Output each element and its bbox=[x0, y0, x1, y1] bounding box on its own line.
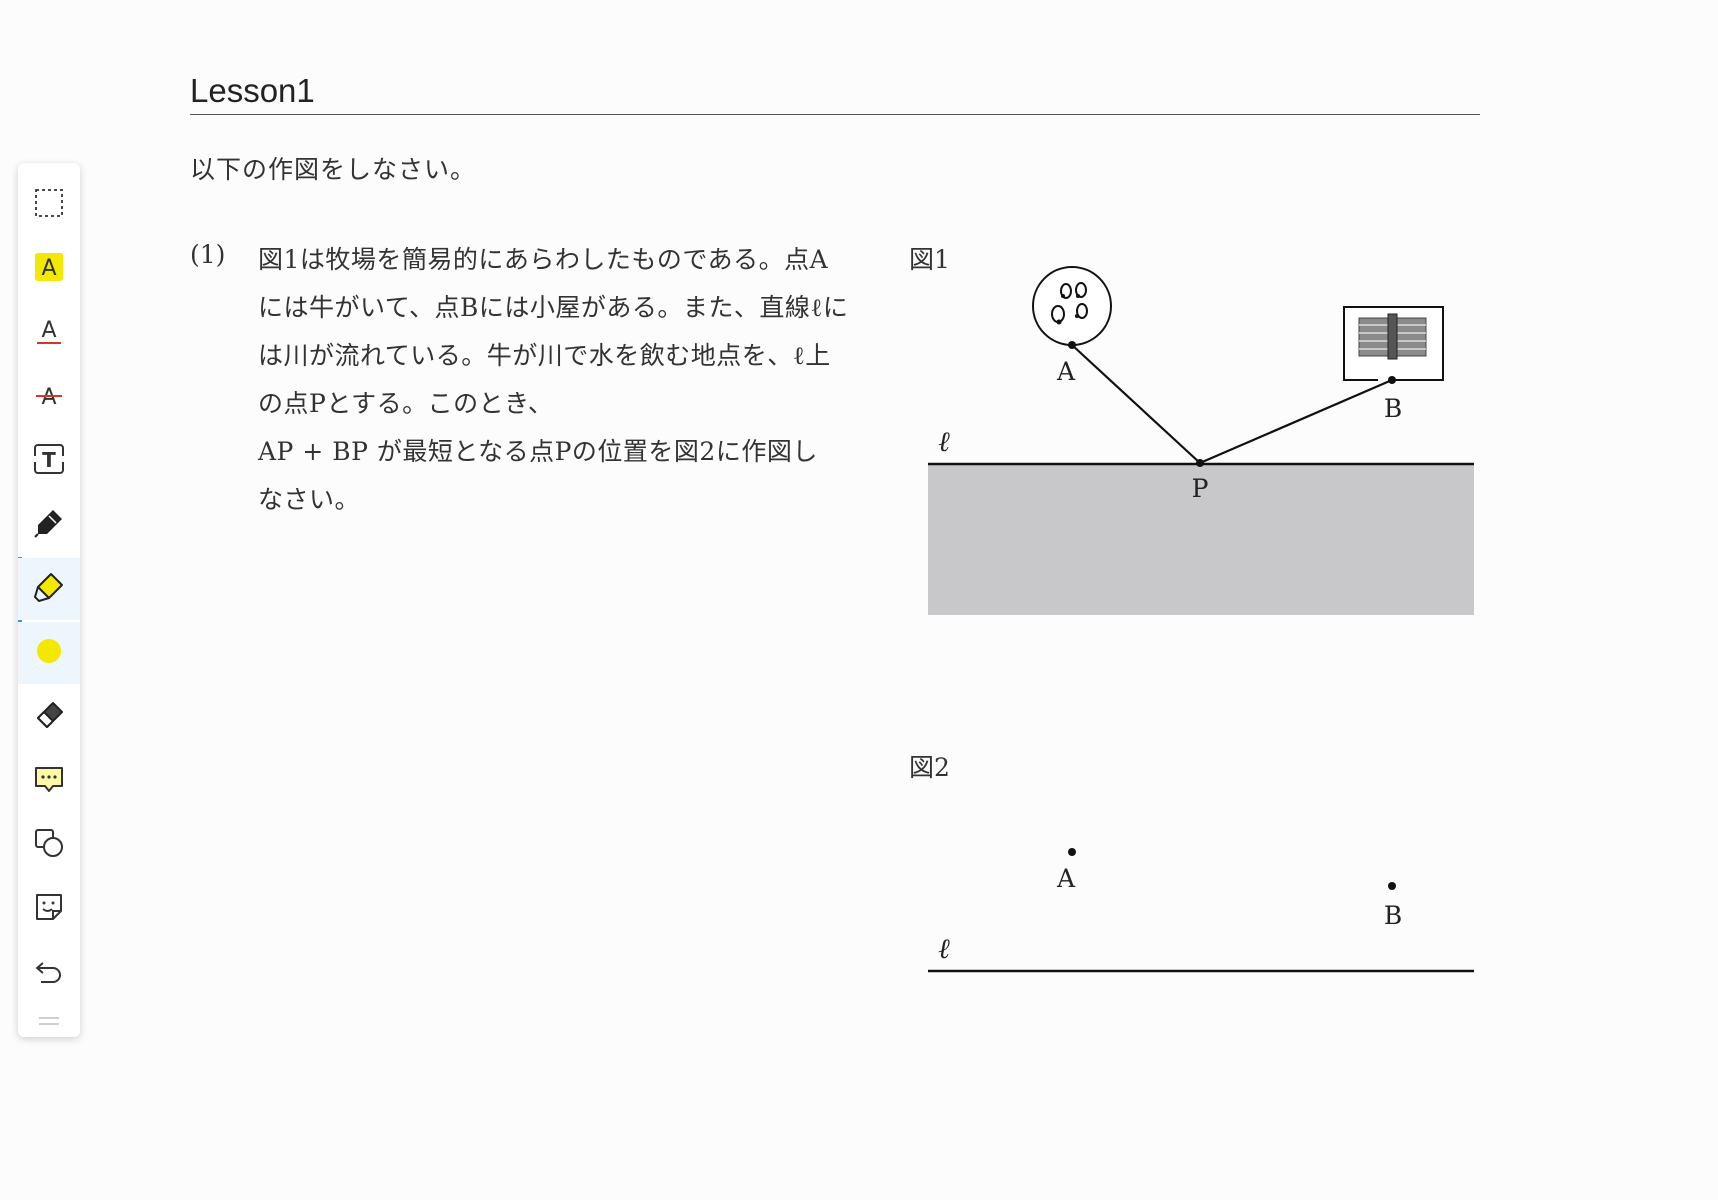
highlight-text-tool-button[interactable]: A bbox=[18, 238, 80, 300]
sticker-tool-button[interactable] bbox=[18, 878, 80, 940]
selection-icon bbox=[34, 188, 64, 222]
comment-icon bbox=[33, 763, 65, 799]
underline-text-tool-button[interactable]: A bbox=[18, 302, 80, 364]
question-line: は川が流れている。牛が川で水を飲む地点を、ℓ上 bbox=[258, 341, 831, 370]
comment-tool-button[interactable] bbox=[18, 750, 80, 812]
question-text: 図1は牧場を簡易的にあらわしたものである。点A には牛がいて、点Bには小屋がある… bbox=[258, 236, 878, 524]
color-swatch-icon bbox=[34, 636, 64, 670]
svg-text:A: A bbox=[41, 256, 56, 281]
underline-text-icon: A bbox=[34, 315, 64, 351]
question-line: AP + BP が最短となる点Pの位置を図2に作図し bbox=[258, 437, 818, 466]
annotation-toolbar: A A A T bbox=[18, 163, 80, 1037]
point-p-label: P bbox=[1192, 474, 1209, 503]
highlighter-tool-button[interactable] bbox=[18, 558, 80, 620]
line-l-label: ℓ bbox=[938, 425, 950, 458]
selection-tool-button[interactable] bbox=[18, 174, 80, 236]
segment-bp bbox=[1199, 378, 1393, 465]
undo-icon bbox=[33, 955, 65, 991]
shapes-tool-button[interactable] bbox=[18, 814, 80, 876]
page-title: Lesson1 bbox=[190, 72, 1480, 115]
barn-icon bbox=[1343, 306, 1444, 381]
point-a-label: A bbox=[1056, 357, 1076, 386]
active-tool-indicator bbox=[18, 557, 22, 684]
cow-pasture-icon bbox=[1032, 266, 1112, 346]
pen-icon bbox=[33, 507, 65, 543]
text-box-tool-button[interactable]: T bbox=[18, 430, 80, 492]
svg-text:A: A bbox=[41, 385, 56, 410]
point-b-dot bbox=[1388, 376, 1396, 384]
color-swatch-button[interactable] bbox=[18, 622, 80, 684]
question-line: 図1は牧場を簡易的にあらわしたものである。点A bbox=[258, 245, 829, 274]
pen-tool-button[interactable] bbox=[18, 494, 80, 556]
point-b-label: B bbox=[1384, 394, 1402, 423]
question-number: (1) bbox=[190, 240, 226, 269]
shapes-icon bbox=[33, 827, 65, 863]
strikethrough-text-tool-button[interactable]: A bbox=[18, 366, 80, 428]
question-line: の点Pとする。このとき、 bbox=[258, 389, 554, 418]
highlight-text-icon: A bbox=[34, 252, 64, 286]
highlighter-icon bbox=[33, 571, 65, 607]
point-p-dot bbox=[1196, 459, 1204, 467]
svg-text:A: A bbox=[41, 318, 56, 343]
river-area bbox=[928, 464, 1474, 615]
undo-button[interactable] bbox=[18, 942, 80, 1004]
segment-ap bbox=[1071, 344, 1201, 464]
figure1-label: 図1 bbox=[909, 245, 950, 274]
text-box-icon: T bbox=[32, 442, 66, 480]
sticker-icon bbox=[33, 891, 65, 927]
toolbar-drag-handle[interactable] bbox=[39, 1017, 59, 1019]
figure2-label: 図2 bbox=[909, 753, 950, 782]
question-line: には牛がいて、点Bには小屋がある。また、直線ℓに bbox=[258, 293, 849, 322]
eraser-tool-button[interactable] bbox=[18, 686, 80, 748]
question-line: なさい。 bbox=[258, 485, 361, 514]
eraser-icon bbox=[33, 699, 65, 735]
toolbar-drag-handle-line bbox=[39, 1023, 59, 1025]
strikethrough-text-icon: A bbox=[34, 380, 64, 414]
svg-text:T: T bbox=[42, 448, 56, 472]
point-a-dot bbox=[1068, 341, 1076, 349]
instruction-text: 以下の作図をしなさい。 bbox=[190, 155, 477, 184]
